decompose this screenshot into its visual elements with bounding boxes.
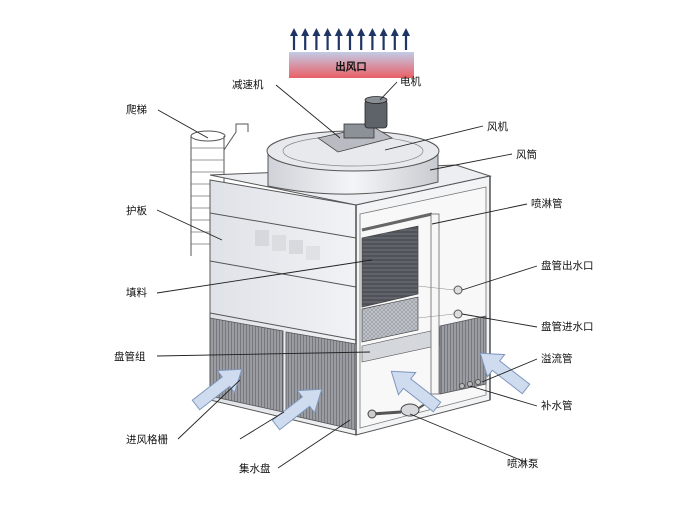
arrow-up-icon xyxy=(323,28,332,50)
arrow-up-icon xyxy=(368,28,377,50)
label-inlet-grille: 进风格栅 xyxy=(126,433,168,446)
air-outlet-label: 出风口 xyxy=(335,60,367,73)
outlet-arrows xyxy=(290,28,410,50)
arrow-up-right-icon xyxy=(479,352,531,395)
inlet-grille-left xyxy=(209,317,357,431)
coil-pack xyxy=(361,225,419,308)
motor-body xyxy=(364,99,388,129)
arrow-up-icon xyxy=(379,28,388,50)
intake-arrows xyxy=(191,352,531,431)
arrow-up-icon xyxy=(312,28,321,50)
arrow-up-icon xyxy=(390,28,399,50)
arrow-up-icon xyxy=(357,28,366,50)
label-makeup-pipe: 补水管 xyxy=(541,399,573,412)
label-panel: 护板 xyxy=(126,204,147,217)
label-overflow-pipe: 溢流管 xyxy=(541,352,573,365)
label-coil-inlet: 盘管进水口 xyxy=(541,320,594,333)
arrow-up-icon xyxy=(301,28,310,50)
inlet-grille-right xyxy=(439,315,487,395)
arrow-up-icon xyxy=(290,28,298,50)
labels: 减速机 电机 爬梯 风机 风筒 护板 喷淋管 盘管出水口 填料 盘管进水口 盘管… xyxy=(114,75,594,475)
spray-riser-pipe xyxy=(430,213,440,395)
arrow-up-right-icon xyxy=(191,368,243,411)
label-reducer: 减速机 xyxy=(232,78,264,91)
arrow-up-right-icon xyxy=(390,370,442,413)
arrow-up-icon xyxy=(346,28,354,50)
label-water-basin: 集水盘 xyxy=(239,462,271,475)
leader-lines xyxy=(156,81,538,469)
label-coil-group: 盘管组 xyxy=(114,350,146,363)
fill-pack xyxy=(361,296,419,343)
label-motor: 电机 xyxy=(400,75,421,88)
air-outlet-bar xyxy=(289,52,414,78)
arrow-up-icon xyxy=(402,28,410,50)
label-fan-duct: 风筒 xyxy=(516,148,537,161)
label-fan: 风机 xyxy=(487,120,508,133)
blurred-watermark xyxy=(255,230,320,260)
spray-pump-body xyxy=(400,403,420,417)
fan-duct xyxy=(266,96,440,195)
label-coil-outlet: 盘管出水口 xyxy=(541,259,594,272)
label-spray-pump: 喷淋泵 xyxy=(507,457,539,470)
label-spray-pipe: 喷淋管 xyxy=(531,197,563,210)
label-fill: 填料 xyxy=(126,286,147,299)
internal-fill-coil xyxy=(361,212,487,419)
arrow-up-right-icon xyxy=(271,388,323,431)
arrow-up-icon xyxy=(334,28,343,50)
label-ladder: 爬梯 xyxy=(126,103,147,116)
air-outlet-banner: 出风口 xyxy=(289,28,414,78)
